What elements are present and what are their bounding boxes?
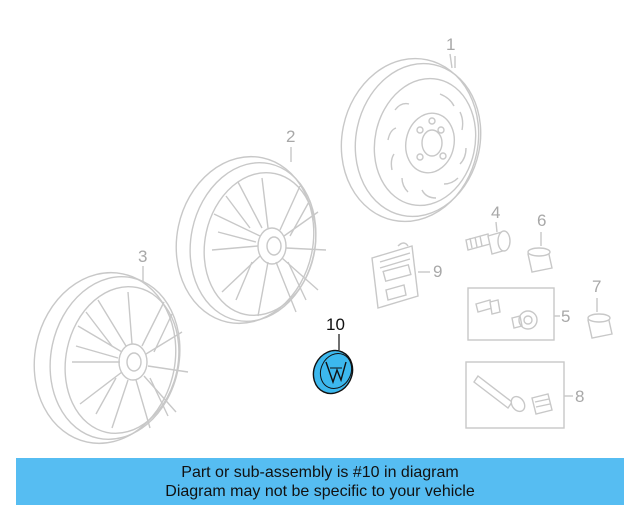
cap-part-7[interactable]	[587, 313, 613, 339]
callout-6: 6	[537, 211, 546, 230]
center-cap-emblem-part-10[interactable]	[306, 344, 359, 400]
parts-diagram: 1 2 3 4 6	[19, 35, 613, 455]
callout-3: 3	[138, 247, 147, 266]
lug-bolt-part-4[interactable]	[465, 230, 511, 255]
callout-7: 7	[592, 277, 601, 296]
banner-line-2: Diagram may not be specific to your vehi…	[165, 482, 475, 500]
callout-9: 9	[433, 262, 442, 281]
banner-line-1: Part or sub-assembly is #10 in diagram	[181, 463, 459, 481]
alloy-wheel-part-2[interactable]	[161, 144, 330, 337]
info-banner: Part or sub-assembly is #10 in diagram D…	[16, 458, 624, 505]
callout-2: 2	[286, 127, 295, 146]
callout-1: 1	[446, 35, 455, 54]
valve-stem-part-8[interactable]	[465, 361, 565, 429]
leader-1	[449, 53, 453, 69]
callout-10: 10	[326, 315, 345, 334]
lug-cap-part-6[interactable]	[527, 247, 553, 273]
lock-bolt-set-part-5[interactable]	[467, 287, 555, 341]
callout-4: 4	[491, 203, 500, 222]
bolt-package-part-9[interactable]	[371, 242, 419, 309]
callout-8: 8	[575, 387, 584, 406]
alloy-wheel-part-3[interactable]	[19, 259, 195, 455]
leader-4	[495, 221, 498, 233]
callout-5: 5	[561, 307, 570, 326]
steel-wheel-part-1[interactable]	[326, 46, 494, 235]
